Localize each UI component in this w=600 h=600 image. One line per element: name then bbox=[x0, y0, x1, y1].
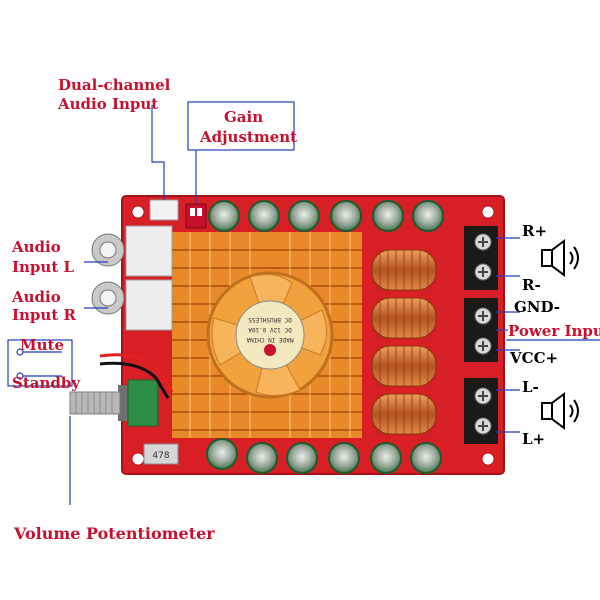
standby-label: Standby bbox=[12, 374, 81, 392]
vcc-label: VCC+ bbox=[510, 349, 559, 367]
gain-box bbox=[187, 101, 295, 151]
capacitors-bottom bbox=[206, 438, 442, 474]
speaker-icon bbox=[541, 239, 579, 277]
mute-label: Mute bbox=[20, 336, 64, 354]
speaker-icon bbox=[541, 392, 579, 430]
audio-input-r-line1: Audio bbox=[12, 288, 61, 306]
audio-input-l-line1: Audio bbox=[12, 238, 61, 256]
r-minus-label: R- bbox=[522, 276, 541, 294]
volume-potentiometer-label: Volume Potentiometer bbox=[14, 524, 215, 543]
rca-jacks bbox=[91, 225, 173, 331]
gain-label-line1: Gain bbox=[224, 108, 264, 126]
l-minus-label: L- bbox=[522, 378, 539, 396]
fan bbox=[206, 271, 334, 399]
smd-chip bbox=[143, 443, 179, 465]
svg-text:MADE IN CHINA: MADE IN CHINA bbox=[246, 336, 293, 343]
capacitors-top bbox=[208, 200, 444, 232]
svg-text:DC BRUSHLESS: DC BRUSHLESS bbox=[248, 316, 292, 323]
svg-text:DC 12V 0.10A: DC 12V 0.10A bbox=[248, 326, 292, 333]
gnd-label: GND- bbox=[514, 298, 561, 316]
audio-input-r-line2: Input R bbox=[12, 306, 76, 324]
dual-channel-label-line2: Audio Input bbox=[58, 95, 159, 113]
gain-label-line2: Adjustment bbox=[200, 128, 298, 146]
audio-input-l-line2: Input L bbox=[12, 258, 75, 276]
power-input-label: Power Input bbox=[508, 322, 600, 340]
volume-potentiometer-illustration bbox=[69, 379, 159, 427]
fan-label: DC BRUSHLESS DC 12V 0.10A MADE IN CHINA bbox=[246, 316, 293, 356]
dual-channel-label-line1: Dual-channel bbox=[58, 76, 171, 94]
mute-standby-box bbox=[7, 339, 73, 387]
r-plus-label: R+ bbox=[522, 222, 548, 240]
l-plus-label: L+ bbox=[522, 430, 546, 448]
screw-terminals bbox=[464, 226, 498, 444]
chip-label: 478 bbox=[152, 451, 169, 461]
inductors bbox=[371, 249, 437, 435]
